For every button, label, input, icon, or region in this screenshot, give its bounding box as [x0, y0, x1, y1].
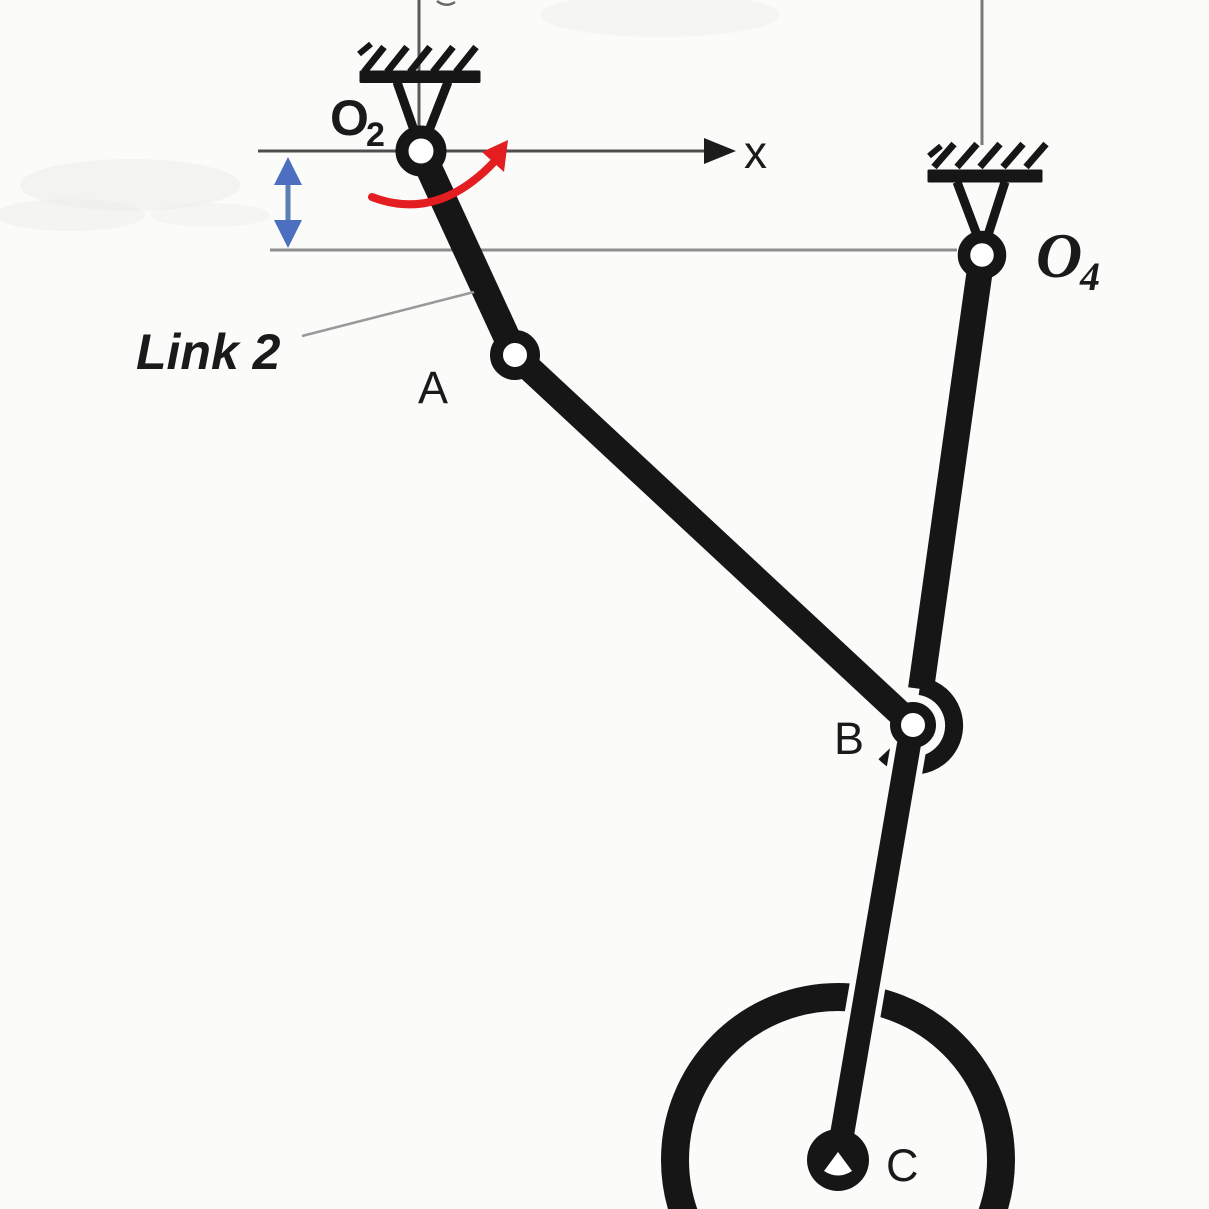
- joint-b-label: B: [834, 713, 864, 764]
- link2-label: Link 2: [136, 324, 281, 380]
- pivot-o2-pin: [395, 125, 447, 177]
- joints: [395, 125, 1007, 748]
- hub-pin-highlight: [824, 1152, 852, 1176]
- photo-smudge: [0, 199, 145, 231]
- dimension-arrowhead-up: [274, 157, 302, 185]
- joint-a-pin: [490, 330, 540, 380]
- links: [408, 145, 995, 1162]
- support-leg: [423, 80, 453, 135]
- joint-a-label: A: [418, 362, 448, 413]
- support-leg: [392, 80, 420, 135]
- link-4-rocker: [908, 253, 995, 691]
- joint-b-pin: [890, 702, 936, 748]
- photo-smudge: [20, 159, 240, 211]
- crank-rotation-arrow: [368, 140, 508, 209]
- wheel: [661, 983, 1015, 1209]
- o2-label-subscript: 2: [366, 116, 385, 154]
- joint-c-label: C: [886, 1140, 919, 1191]
- x-axis-label: x: [744, 126, 767, 178]
- link-3-coupler: [506, 345, 913, 727]
- ground-bar-o4: [927, 169, 1043, 183]
- reference-lines: [258, 149, 957, 252]
- photo-smudge: [150, 203, 270, 227]
- link2-callout: Link 2: [136, 290, 475, 380]
- o4-label-subscript: 4: [1079, 254, 1100, 299]
- x-axis-arrow: [704, 138, 736, 164]
- cropped-fragment: [436, 0, 456, 6]
- pivot-o4-pin: [957, 230, 1007, 280]
- link-bc: [826, 741, 921, 1161]
- dimension-arrowhead-down: [274, 220, 302, 248]
- rotation-arrowhead: [482, 140, 508, 172]
- point-labels: O 2 O 4 A B C: [330, 90, 1100, 1191]
- o2-label: O: [330, 90, 369, 146]
- callout-leader-line: [301, 290, 475, 338]
- ground-hatching-o4: [927, 141, 1049, 170]
- o4-label: O: [1036, 220, 1082, 291]
- photo-smudge: [540, 0, 780, 37]
- link-2-crank: [408, 145, 528, 361]
- hub-c: [807, 1129, 869, 1191]
- wheel-rim: [661, 983, 1015, 1209]
- ground-o4: [927, 141, 1049, 237]
- frame-lines: [417, 0, 984, 145]
- ground-o2: [357, 41, 481, 135]
- ground-hatching-o2: [357, 41, 479, 75]
- rotation-arc: [368, 158, 498, 209]
- support-leg: [952, 180, 982, 237]
- x-axis: x: [704, 126, 767, 178]
- support-leg: [983, 180, 1010, 237]
- offset-dimension-arrow: [274, 157, 302, 248]
- ground-bar-o2: [359, 70, 481, 83]
